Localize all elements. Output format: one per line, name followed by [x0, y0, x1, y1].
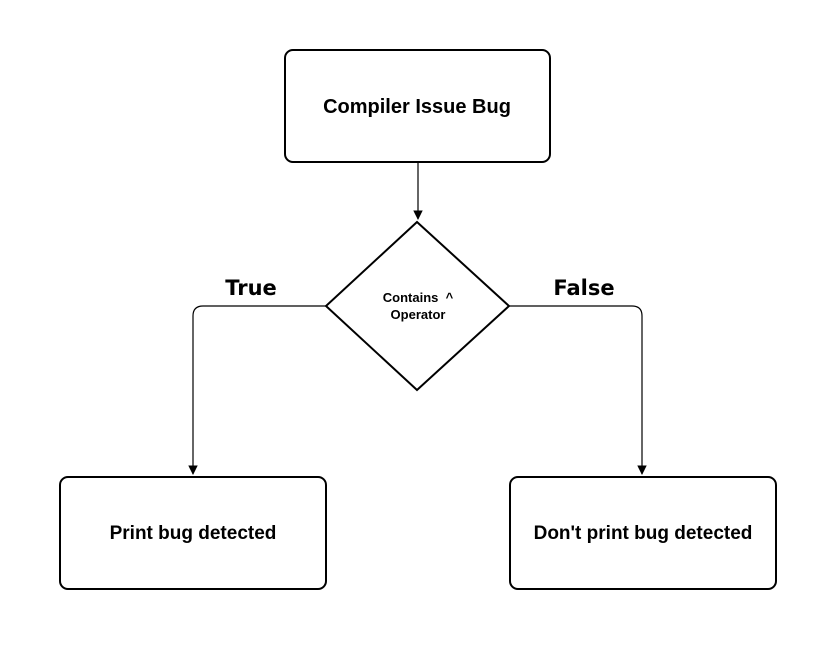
true-branch-label: Print bug detected: [110, 523, 277, 544]
edge-false: [509, 305, 647, 475]
start-node: Compiler Issue Bug: [284, 49, 551, 163]
start-node-label: Compiler Issue Bug: [323, 96, 511, 118]
false-branch-node: Don't print bug detected: [509, 476, 777, 590]
edge-true-label: True: [225, 276, 277, 300]
decision-label-line1: Contains ^: [383, 290, 454, 305]
decision-node: Contains ^ Operator: [324, 220, 511, 392]
true-branch-node: Print bug detected: [59, 476, 327, 590]
decision-label-line2: Operator: [391, 307, 446, 322]
false-branch-label: Don't print bug detected: [534, 523, 753, 544]
edge-false-label: False: [553, 276, 614, 300]
edge-true: [188, 305, 326, 475]
